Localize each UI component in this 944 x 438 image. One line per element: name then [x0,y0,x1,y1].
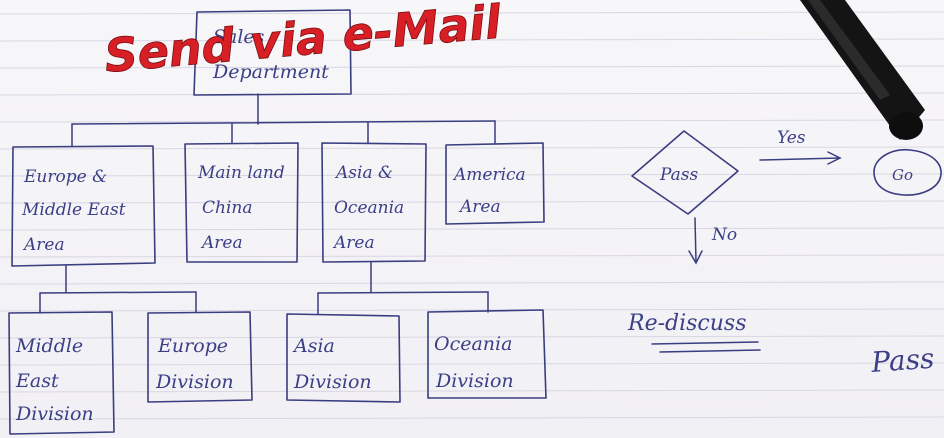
ruled-line [0,65,944,69]
flow-go-node: Go [873,148,942,196]
scribble-note: Pass [869,342,935,379]
root-label-line2: Department [212,61,329,83]
area-label: Asia & [334,163,393,183]
ruled-line [0,335,944,339]
area-node-europe: Europe & Middle East Area [11,145,156,267]
division-node-asia: Asia Division [286,313,401,403]
area-label: Area [458,197,501,217]
area-label: Europe & [23,167,107,187]
area-node-asia-oceania: Asia & Oceania Area [321,142,427,263]
ruled-line [0,254,944,258]
division-label: Division [155,371,234,393]
decision-label: Pass [659,165,699,185]
division-label: Division [293,371,372,393]
area-label: Area [200,233,243,253]
ruled-line [0,389,944,393]
division-label: Middle [15,335,83,357]
ruled-line [0,173,944,177]
ruled-line [0,200,944,204]
division-node-europe: Europe Division [147,311,253,403]
division-label: Division [15,403,94,425]
area-label: America [452,165,526,185]
division-label: East [15,370,59,392]
ruled-line [0,308,944,312]
flow-yes-arrow: Yes [759,128,842,165]
division-label: Division [435,370,514,392]
ruled-line [0,11,944,15]
division-label: Europe [157,335,228,357]
division-label: Oceania [434,333,512,355]
scribble-label: Pass [869,342,935,379]
org-chart-connectors [39,93,496,315]
flow-decision: Pass [631,130,739,215]
area-label: Main land [197,163,285,183]
ruled-line [0,281,944,285]
area-label: Middle East [21,200,126,220]
root-label-line1: Sales [213,26,265,48]
rediscuss-label: Re-discuss [627,311,747,336]
area-label: Oceania [334,198,404,218]
go-label: Go [892,166,913,184]
root-node: Sales Department [193,9,352,96]
area-label: Area [332,233,375,253]
area-node-america: America Area [445,142,545,225]
yes-label: Yes [777,128,806,148]
ruled-line [0,38,944,42]
ruled-line [0,362,944,366]
area-label: Area [22,235,65,255]
area-label: China [202,198,252,218]
marker-pen-icon [800,0,925,140]
division-node-middle-east: Middle East Division [8,311,115,435]
ruled-line [0,416,944,420]
division-label: Asia [292,335,335,357]
no-label: No [711,225,737,245]
flow-no-arrow: No [688,217,737,265]
ruled-line [0,227,944,231]
ruled-line [0,92,944,96]
division-node-oceania: Oceania Division [427,309,547,399]
rediscuss-note: Re-discuss [627,311,761,353]
ruled-line [0,146,944,150]
area-node-china: Main land China Area [184,142,299,263]
